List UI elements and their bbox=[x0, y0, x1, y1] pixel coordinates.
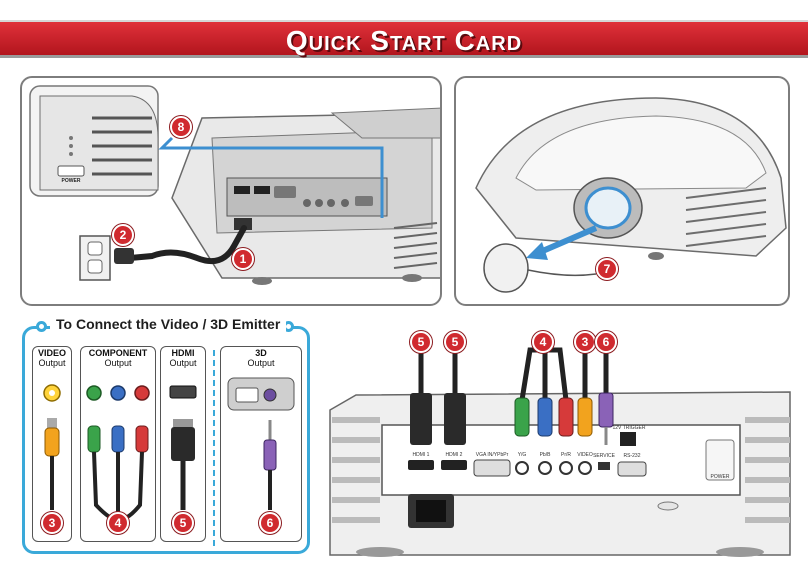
step-badge-2: 2 bbox=[112, 224, 134, 246]
projector-front-illustration bbox=[475, 97, 787, 293]
vga-label: VGA IN/YPbPr bbox=[475, 452, 509, 458]
title-bullet-left bbox=[36, 321, 47, 332]
step-badge-7: 7 bbox=[596, 258, 618, 280]
step-badge-1: 1 bbox=[232, 248, 254, 270]
section-divider bbox=[213, 350, 215, 546]
3d-subheading: Output bbox=[247, 358, 275, 368]
video-subheading: Output bbox=[38, 358, 66, 368]
service-label: SERVICE bbox=[593, 453, 615, 459]
pb-label: Pb/B bbox=[539, 452, 551, 458]
hdmi-subheading: Output bbox=[169, 358, 197, 368]
rear-callout-component: 4 bbox=[532, 331, 554, 353]
hdmi-heading: HDMI bbox=[171, 348, 195, 358]
component-heading: COMPONENT bbox=[88, 348, 148, 358]
lens-cap-panel: 7 bbox=[454, 76, 790, 306]
rear-callout-hdmi1: 5 bbox=[410, 331, 432, 353]
rear-power-label: POWER bbox=[710, 474, 730, 480]
hdmi2-label: HDMI 2 bbox=[445, 452, 463, 458]
power-inset-label: POWER bbox=[61, 178, 81, 184]
step-badge-component: 4 bbox=[107, 512, 129, 534]
component-subheading: Output bbox=[104, 358, 132, 368]
pr-label: Pr/R bbox=[561, 452, 571, 458]
y-label: Y/G bbox=[517, 452, 527, 458]
step-badge-video: 3 bbox=[41, 512, 63, 534]
power-setup-panel: POWER 8 2 1 bbox=[20, 76, 442, 306]
title-bar: Quick Start Card bbox=[0, 20, 808, 58]
hdmi1-label: HDMI 1 bbox=[412, 452, 430, 458]
step-badge-8: 8 bbox=[170, 116, 192, 138]
connect-title: To Connect the Video / 3D Emitter bbox=[50, 316, 287, 332]
rear-callout-video: 3 bbox=[574, 331, 596, 353]
video-port-label: VIDEO bbox=[577, 452, 593, 458]
step-badge-hdmi: 5 bbox=[172, 512, 194, 534]
projector-rear-illustration bbox=[29, 85, 440, 285]
3d-output-section bbox=[220, 346, 302, 542]
rs232-label: RS-232 bbox=[623, 453, 641, 459]
step-badge-3d: 6 bbox=[259, 512, 281, 534]
video-heading: VIDEO bbox=[37, 348, 66, 358]
rear-callout-3d: 6 bbox=[595, 331, 617, 353]
rear-callout-hdmi2: 5 bbox=[444, 331, 466, 353]
3d-heading: 3D bbox=[255, 348, 267, 358]
trigger-label: 12V TRIGGER bbox=[612, 425, 646, 431]
page-title: Quick Start Card bbox=[285, 25, 523, 56]
